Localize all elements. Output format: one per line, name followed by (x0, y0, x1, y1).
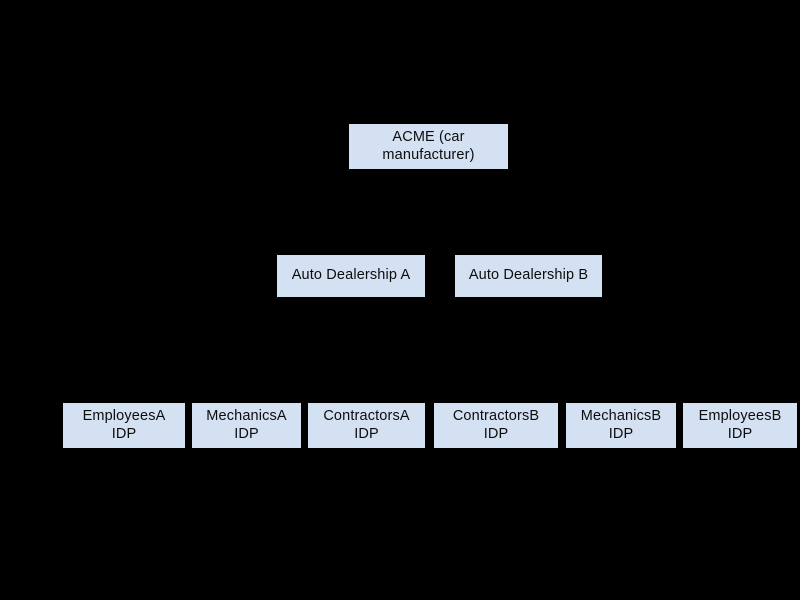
node-employees-b-idp-label: EmployeesB IDP (698, 407, 782, 442)
node-mechanics-b-idp[interactable]: MechanicsB IDP (566, 403, 676, 448)
node-mechanics-a-idp[interactable]: MechanicsA IDP (192, 403, 301, 448)
node-auto-dealership-b-label: Auto Dealership B (468, 267, 589, 284)
node-contractors-b-idp[interactable]: ContractorsB IDP (434, 403, 558, 448)
node-mechanics-b-idp-label: MechanicsB IDP (580, 407, 662, 442)
node-employees-a-idp-label: EmployeesA IDP (82, 407, 166, 442)
node-contractors-a-idp-label: ContractorsA IDP (323, 407, 410, 442)
node-employees-b-idp[interactable]: EmployeesB IDP (683, 403, 797, 448)
node-employees-a-idp[interactable]: EmployeesA IDP (63, 403, 185, 448)
node-acme-label: ACME (car manufacturer) (382, 128, 475, 163)
node-contractors-b-idp-label: ContractorsB IDP (452, 407, 540, 442)
node-mechanics-a-idp-label: MechanicsA IDP (206, 407, 287, 442)
node-auto-dealership-a[interactable]: Auto Dealership A (277, 255, 425, 297)
node-acme[interactable]: ACME (car manufacturer) (349, 124, 508, 169)
node-auto-dealership-a-label: Auto Dealership A (291, 267, 411, 284)
node-auto-dealership-b[interactable]: Auto Dealership B (455, 255, 602, 297)
node-contractors-a-idp[interactable]: ContractorsA IDP (308, 403, 425, 448)
